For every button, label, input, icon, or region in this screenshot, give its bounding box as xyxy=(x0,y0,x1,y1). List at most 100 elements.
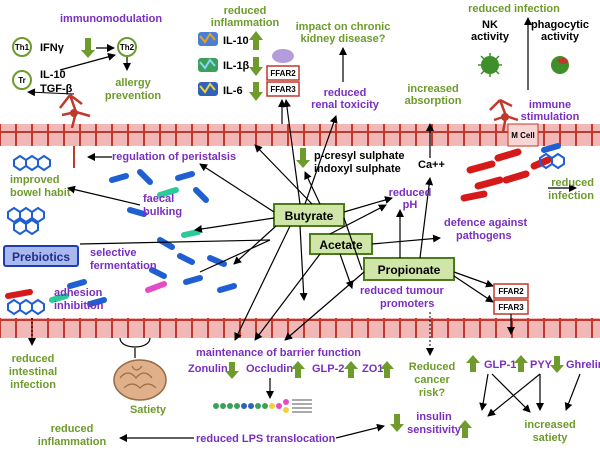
butyrate-label: Butyrate xyxy=(285,209,334,223)
ffar3-top-box xyxy=(266,81,300,97)
svg-text:Th2: Th2 xyxy=(120,43,135,52)
bacteria-cluster-left xyxy=(7,154,51,236)
protein-icon-2 xyxy=(198,58,218,72)
il10-up-arrow xyxy=(249,31,263,50)
prebiotics-box xyxy=(3,245,79,267)
zo1-label: ZO1 xyxy=(362,363,383,375)
nk-cell-icon xyxy=(478,53,502,77)
brain-icon xyxy=(113,359,167,401)
lps-molecule-icon xyxy=(213,399,312,413)
th1-cell: Th1 xyxy=(12,37,32,57)
il1b-down-arrow xyxy=(249,57,263,76)
ffar2-bottom-box xyxy=(493,283,529,299)
tr-cell: Tr xyxy=(12,70,32,90)
butyrate-box[interactable] xyxy=(273,203,345,227)
dendritic-cell-right-icon xyxy=(489,98,519,133)
p-cresyl-label: p-cresyl sulphate xyxy=(314,150,404,162)
ghrelin-down-arrow xyxy=(550,356,564,373)
propionate-box[interactable] xyxy=(363,257,455,281)
indoxyl-label: indoxyl sulphate xyxy=(314,163,401,175)
barrier-function-label: maintenance of barrier function xyxy=(196,347,361,359)
ffar2-top-box xyxy=(266,65,300,81)
prebiotics-label: Prebiotics xyxy=(12,250,70,264)
upper-epithelium xyxy=(0,124,600,146)
scfa-arrows xyxy=(194,99,494,341)
sensitivity-up-arrow xyxy=(458,420,472,438)
m-cell-label: M Cell xyxy=(511,131,535,140)
immunomodulation-label: immunomodulation xyxy=(60,13,162,25)
dendritic-cell-icon xyxy=(59,94,91,168)
propionate-label: Propionate xyxy=(378,263,441,277)
reduced-infection-top-label: reduced infection xyxy=(468,3,560,15)
zonulin-label: Zonulin xyxy=(188,363,228,375)
il6-down-arrow xyxy=(249,82,263,101)
reduced-lps-label: reduced LPS translocation xyxy=(196,433,336,445)
insulin-down-arrow xyxy=(390,414,404,432)
svg-text:Th1: Th1 xyxy=(15,43,30,52)
il10-cytokine: IL-10 xyxy=(223,35,249,47)
zonulin-down-arrow xyxy=(225,362,239,379)
svg-text:FFAR2: FFAR2 xyxy=(270,69,296,78)
glp1-up-arrow xyxy=(466,355,480,372)
acetate-label: Acetate xyxy=(319,238,363,252)
ifn-gamma-label: IFNγ xyxy=(40,42,65,54)
toxin-down-arrow xyxy=(296,148,310,168)
pyy-label: PYY xyxy=(530,359,553,371)
glp2-up-arrow xyxy=(344,361,358,378)
il10-label: IL-10 xyxy=(40,69,66,81)
pathogen-bacteria xyxy=(460,148,552,202)
il1b-cytokine: IL-1β xyxy=(223,60,250,72)
hormone-arrows xyxy=(479,373,581,417)
satiety-label: Satiety xyxy=(130,404,167,416)
m-cell xyxy=(507,123,539,147)
occludin-up-arrow xyxy=(291,361,305,378)
calcium-label: Ca++ xyxy=(418,159,445,171)
th2-cell: Th2 xyxy=(117,37,137,57)
svg-text:FFAR3: FFAR3 xyxy=(498,303,524,312)
ifn-down-arrow xyxy=(81,38,95,58)
occludin-label: Occludin xyxy=(246,363,293,375)
bacteria-rods xyxy=(49,169,237,307)
tgf-beta-label: TGF-β xyxy=(40,83,73,95)
protein-icon-3 xyxy=(198,82,218,96)
glp1-label: GLP-1 xyxy=(484,359,516,371)
zo1-up-arrow xyxy=(380,361,394,378)
lower-epithelium xyxy=(0,318,600,338)
svg-text:Tr: Tr xyxy=(18,76,26,85)
protein-icon-1 xyxy=(198,32,218,46)
blue-bacteria-right xyxy=(539,143,565,170)
receptor-blob-icon xyxy=(272,49,294,63)
svg-text:FFAR3: FFAR3 xyxy=(270,85,296,94)
glp2-label: GLP-2 xyxy=(312,363,344,375)
svg-text:FFAR2: FFAR2 xyxy=(498,287,524,296)
adhesion-bacteria xyxy=(5,289,45,316)
regulation-peristalsis-label: regulation of peristalsis xyxy=(112,151,236,163)
pyy-up-arrow xyxy=(514,355,528,372)
il6-cytokine: IL-6 xyxy=(223,85,243,97)
brain-connector xyxy=(119,337,151,348)
phagocyte-icon xyxy=(551,56,569,74)
ghrelin-label: Ghrelin xyxy=(566,359,600,371)
